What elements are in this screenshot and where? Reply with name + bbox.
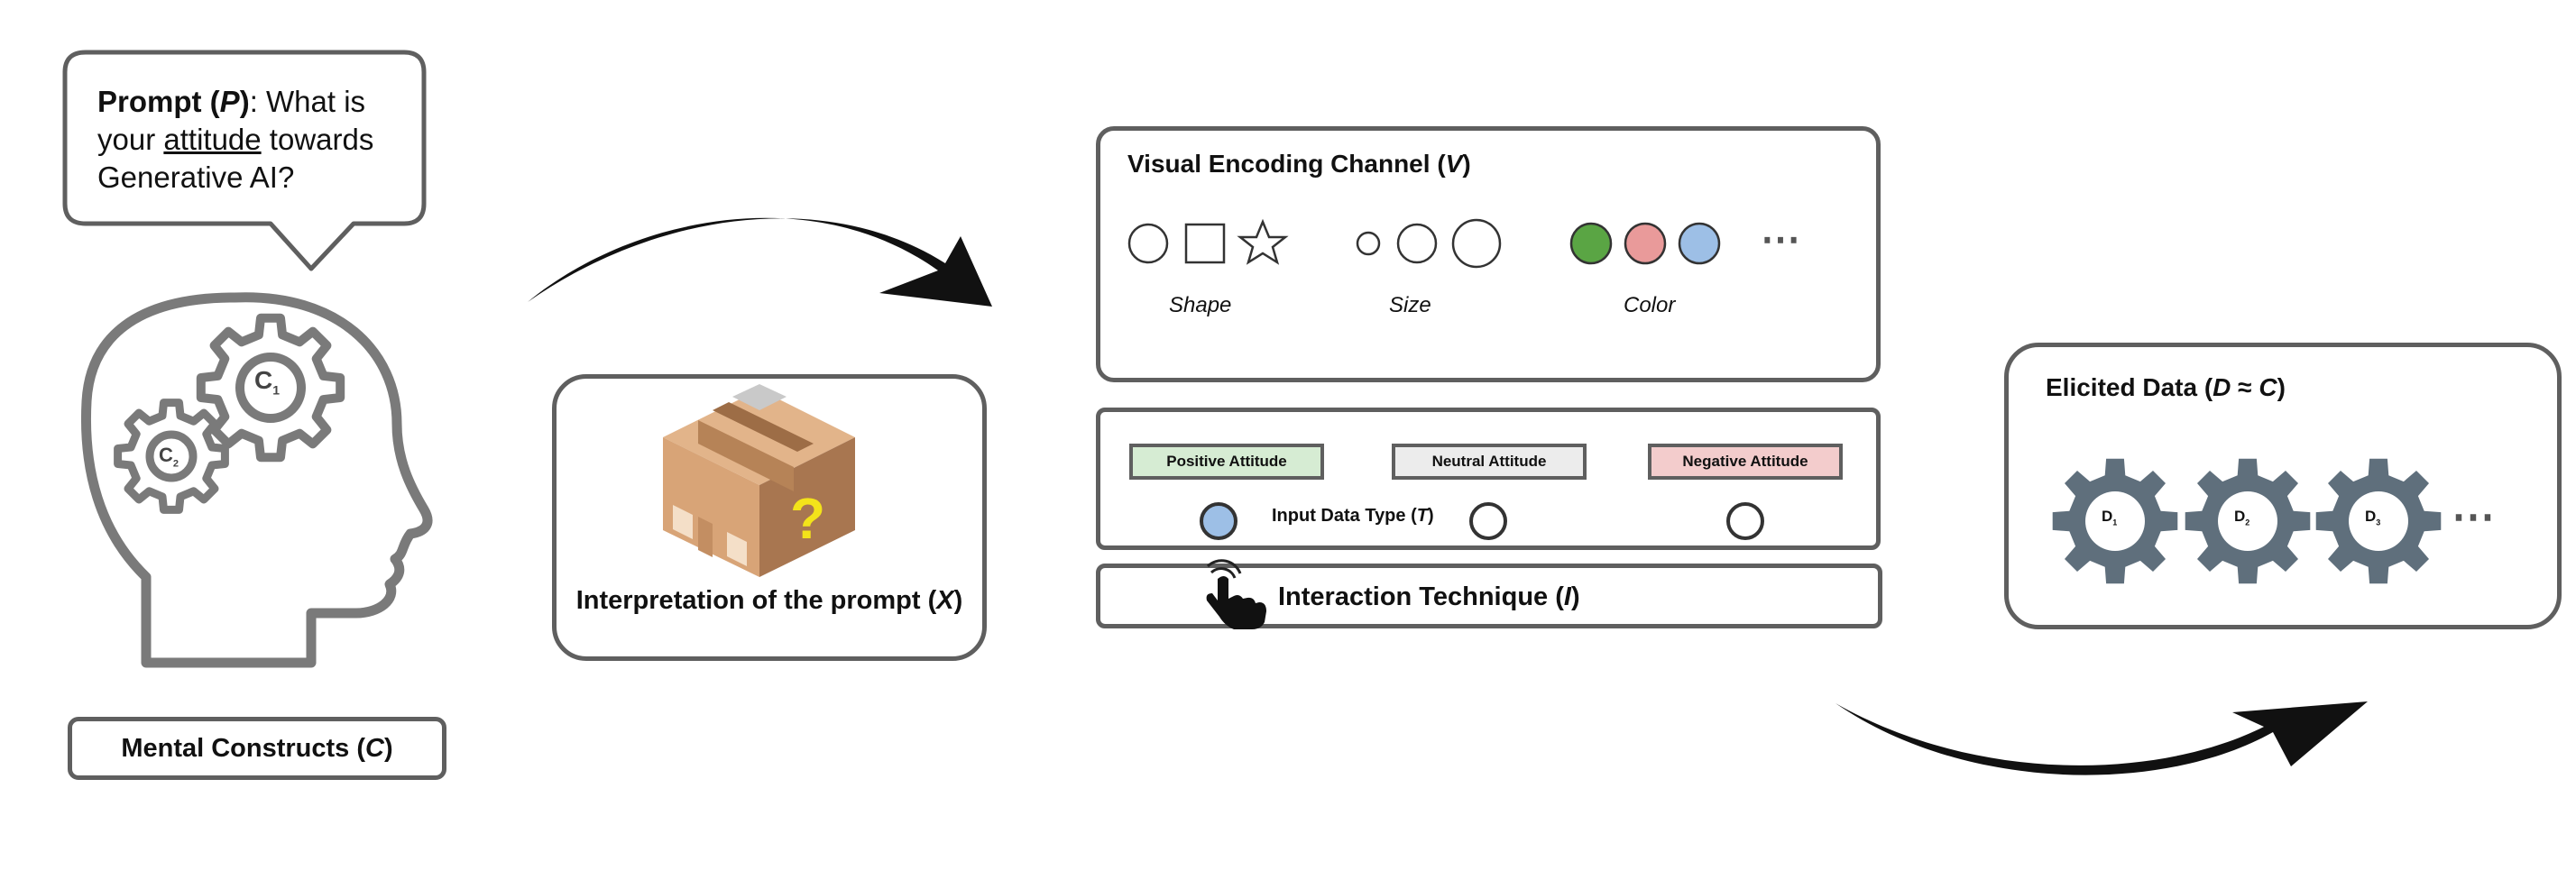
interpretation-label: Interpretation of the prompt (X) xyxy=(575,586,963,615)
encoding-ellipsis: ⋯ xyxy=(1761,217,1800,261)
caption-shape: Shape xyxy=(1169,293,1232,317)
gear-hub xyxy=(2349,491,2408,551)
large-circle-icon xyxy=(1451,218,1502,269)
input-data-type-label: Input Data Type (T) xyxy=(1272,506,1434,526)
mental-constructs-text: Mental Constructs xyxy=(121,733,350,763)
mental-constructs-label: Mental Constructs (C) xyxy=(68,717,446,780)
star-shape-icon xyxy=(1237,218,1289,265)
gear-label-c2: C2 xyxy=(159,444,179,470)
blue-circle-icon xyxy=(1678,222,1721,265)
circle-shape-icon xyxy=(1127,223,1169,264)
green-circle-icon xyxy=(1569,222,1613,265)
elicited-ellipsis: ⋯ xyxy=(2452,493,2495,541)
elicited-symbol-d: D xyxy=(2213,373,2231,401)
gear-label-d3: D3 xyxy=(2365,508,2381,527)
neutral-radio xyxy=(1469,502,1507,540)
prompt-line2-pre: your xyxy=(97,123,164,156)
elicited-data-text: Elicited Data xyxy=(2046,373,2198,401)
pink-circle-icon xyxy=(1624,222,1667,265)
neutral-attitude-option[interactable]: Neutral Attitude xyxy=(1392,444,1587,480)
prompt-label: Prompt xyxy=(97,85,202,118)
gear-hub xyxy=(235,353,306,423)
gear-icon-d1 xyxy=(2052,458,2178,584)
interaction-technique-label: Interaction Technique (I) xyxy=(1278,582,1580,611)
interpretation-text: Interpretation of the prompt xyxy=(575,586,921,615)
prompt-symbol: P xyxy=(219,85,240,118)
mental-constructs-symbol: C xyxy=(365,733,384,763)
medium-circle-icon xyxy=(1396,223,1438,264)
gear-outline xyxy=(196,313,345,463)
prompt-line1: What is xyxy=(266,85,366,118)
input-data-type-text: Input Data Type xyxy=(1272,506,1406,526)
interpretation-symbol: X xyxy=(936,586,954,615)
prompt-line2-post: towards xyxy=(261,123,374,156)
gear-outline xyxy=(114,399,229,514)
visual-encoding-title: Visual Encoding Channel (V) xyxy=(1127,150,1471,178)
gear-label-c1: C1 xyxy=(254,366,281,398)
gear-icon-d2 xyxy=(2185,458,2311,584)
interaction-technique-text: Interaction Technique xyxy=(1278,582,1549,611)
negative-attitude-option[interactable]: Negative Attitude xyxy=(1648,444,1843,480)
visual-encoding-text: Visual Encoding Channel xyxy=(1127,150,1431,178)
gear-hub xyxy=(2218,491,2277,551)
square-shape-icon xyxy=(1184,223,1226,264)
negative-radio xyxy=(1726,502,1764,540)
caption-color: Color xyxy=(1624,293,1676,317)
question-mark-icon: ? xyxy=(790,486,826,551)
small-circle-icon xyxy=(1356,231,1381,256)
gear-label-d1: D1 xyxy=(2102,508,2118,527)
elicited-symbol-c: C xyxy=(2259,373,2277,401)
interaction-technique-symbol: I xyxy=(1563,582,1571,611)
visual-encoding-symbol: V xyxy=(1445,150,1463,178)
prompt-line3: Generative AI? xyxy=(97,160,295,194)
prompt-text: Prompt (P): What is your attitude toward… xyxy=(97,83,422,197)
prompt-underlined-word: attitude xyxy=(163,123,262,156)
approx-symbol: ≈ xyxy=(2231,373,2259,401)
caption-size: Size xyxy=(1389,293,1431,317)
gear-hub xyxy=(2085,491,2145,551)
positive-attitude-option[interactable]: Positive Attitude xyxy=(1129,444,1324,480)
gear-icon-d3 xyxy=(2315,458,2442,584)
positive-radio xyxy=(1200,502,1237,540)
input-data-type-symbol: T xyxy=(1416,506,1428,526)
gear-hub xyxy=(145,430,198,482)
elicited-data-title: Elicited Data (D ≈ C) xyxy=(2046,373,2286,401)
gear-label-d2: D2 xyxy=(2234,508,2250,527)
